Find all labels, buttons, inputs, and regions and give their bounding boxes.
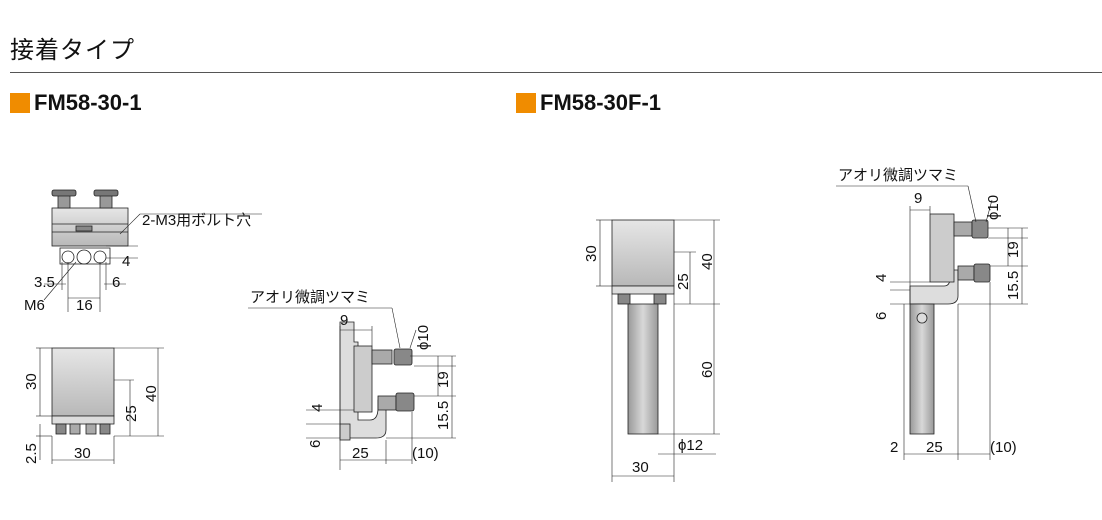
dim-label: (10) <box>412 445 439 462</box>
dim-label: 25 <box>675 273 692 290</box>
fm58-30-1-front-view <box>51 347 115 435</box>
model-name: FM58-30F-1 <box>540 90 662 115</box>
fm58-30-1-side-dims <box>248 307 456 470</box>
tapped-holes-label: 2-M3用ボルト穴 <box>142 212 251 229</box>
dim-label: ϕ10 <box>415 325 432 350</box>
fm58-30-1-top-view <box>51 189 129 265</box>
dim-label: 9 <box>914 190 922 207</box>
dim-label: 60 <box>699 361 716 378</box>
dim-label: 30 <box>23 373 40 390</box>
title-divider <box>10 72 1102 73</box>
dim-label: ϕ12 <box>678 437 703 454</box>
dim-label: (10) <box>990 439 1017 456</box>
model-heading-fm58-30f-1: FM58-30F-1 <box>516 90 661 116</box>
dim-label: 40 <box>143 385 160 402</box>
mount-thread-label: M6 <box>24 297 45 314</box>
dim-label: 6 <box>307 440 324 448</box>
dim-label: 30 <box>583 245 600 262</box>
fm58-30f-1-front-dims <box>596 219 720 482</box>
dim-label: 6 <box>873 312 890 320</box>
dim-label: 4 <box>873 274 890 282</box>
dim-label: 3.5 <box>34 274 55 291</box>
dim-label: 15.5 <box>1005 271 1022 300</box>
dim-label: 2 <box>890 439 898 456</box>
dim-label: 16 <box>76 297 93 314</box>
dim-label: 19 <box>435 371 452 388</box>
dim-label: 15.5 <box>435 401 452 430</box>
orange-square-icon <box>516 93 536 113</box>
model-heading-fm58-30-1: FM58-30-1 <box>10 90 142 116</box>
fine-tilt-knob-label: アオリ微調ツマミ <box>838 167 958 184</box>
model-name: FM58-30-1 <box>34 90 142 115</box>
fm58-30-1-top-dims <box>43 213 262 312</box>
dim-label: ϕ10 <box>985 195 1002 220</box>
fm58-30-1-side-view <box>339 321 415 441</box>
dim-label: 9 <box>340 312 348 329</box>
dim-label: 2.5 <box>23 443 40 464</box>
section-title: 接着タイプ <box>10 36 135 64</box>
dim-label: 40 <box>699 253 716 270</box>
dim-label: 4 <box>309 404 326 412</box>
fine-tilt-knob-label: アオリ微調ツマミ <box>250 289 370 306</box>
dim-label: 19 <box>1005 241 1022 258</box>
dim-label: 25 <box>352 445 369 462</box>
dim-label: 25 <box>123 405 140 422</box>
dim-label: 4 <box>122 253 130 270</box>
dim-label: 30 <box>74 445 91 462</box>
fm58-30f-1-front-view <box>611 219 675 435</box>
dim-label: 25 <box>926 439 943 456</box>
dim-label: 30 <box>632 459 649 476</box>
fm58-30-1-front-dims <box>36 347 164 464</box>
orange-square-icon <box>10 93 30 113</box>
dim-label: 6 <box>112 274 120 291</box>
fm58-30f-1-side-dims <box>836 185 1028 460</box>
fm58-30f-1-side-view <box>909 213 991 435</box>
